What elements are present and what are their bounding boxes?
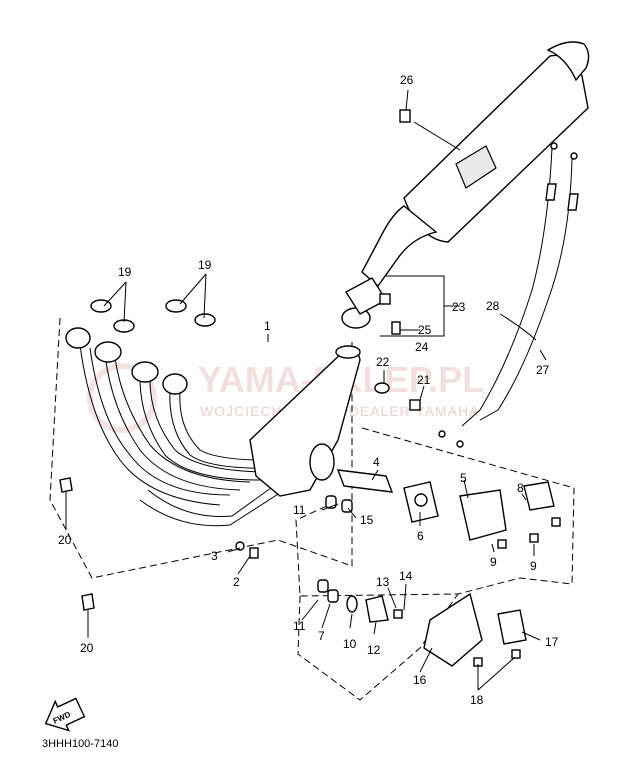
exhaust-header-pipes <box>65 327 361 527</box>
callout-8: 8 <box>517 481 524 495</box>
callout-1: 1 <box>264 319 271 333</box>
callout-6: 6 <box>417 529 424 543</box>
control-cables <box>438 142 579 448</box>
callout-20a: 20 <box>58 533 72 547</box>
callout-4: 4 <box>373 455 380 469</box>
valve-parts <box>59 109 561 667</box>
callout-19b: 19 <box>198 258 212 272</box>
leader-lines <box>65 89 547 691</box>
diagram-code: 3HHH100-7140 <box>42 738 118 750</box>
fwd-arrow: FWD <box>44 697 86 732</box>
assembly-outline-1 <box>49 317 353 579</box>
callout-2: 2 <box>233 575 240 589</box>
callout-7: 7 <box>318 629 325 643</box>
callout-22: 22 <box>376 355 390 369</box>
callout-5: 5 <box>460 471 467 485</box>
callout-11b: 11 <box>293 619 306 633</box>
callout-19a: 19 <box>118 265 132 279</box>
callout-17: 17 <box>545 635 559 649</box>
callout-25: 25 <box>418 323 432 337</box>
callout-13: 13 <box>376 575 390 589</box>
callout-20b: 20 <box>80 641 94 655</box>
assembly-outline-2 <box>295 427 575 597</box>
muffler <box>341 41 590 329</box>
gaskets <box>90 299 216 333</box>
callout-18: 18 <box>470 693 484 707</box>
callout-15: 15 <box>360 513 374 527</box>
callout-11a: 11 <box>293 503 306 517</box>
callout-27: 27 <box>536 363 550 377</box>
callout-16: 16 <box>413 673 427 687</box>
callout-12: 12 <box>367 643 381 657</box>
callout-labels: 1 2 3 4 5 6 7 8 9 9 10 11 11 12 13 14 15… <box>58 73 559 707</box>
callout-24: 24 <box>415 340 429 354</box>
callout-14: 14 <box>399 569 413 583</box>
callout-9a: 9 <box>490 555 497 569</box>
callout-26: 26 <box>400 73 414 87</box>
callout-9b: 9 <box>530 559 537 573</box>
callout-10: 10 <box>343 637 357 651</box>
callout-28: 28 <box>486 299 500 313</box>
callout-3: 3 <box>211 549 218 563</box>
callout-23: 23 <box>452 300 466 314</box>
watermark-logo <box>87 363 157 433</box>
callout-21: 21 <box>417 373 431 387</box>
